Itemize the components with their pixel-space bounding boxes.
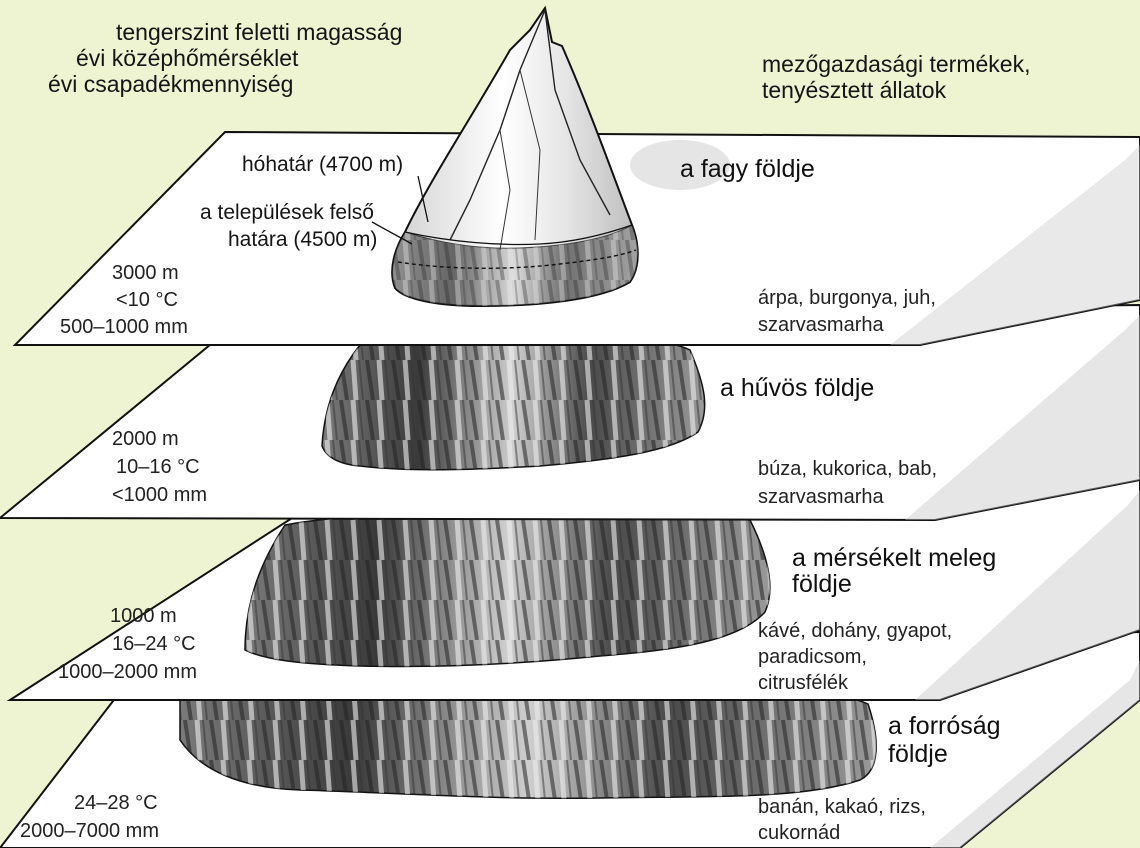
zone-cool-products-line1: búza, kukorica, bab, [758, 458, 937, 480]
header-temperature-label: évi középhőmérséklet [76, 46, 298, 72]
zone-name-cool: a hűvös földje [720, 374, 874, 402]
header-altitude-label: tengerszint feletti magasság [116, 20, 402, 46]
zone-frost-products-line2: szarvasmarha [758, 314, 884, 336]
zone-name-hot-line2: földje [888, 740, 948, 768]
zone-name-warm-line1: a mérsékelt meleg [792, 544, 996, 572]
zone-warm-products-line3: citrusfélék [758, 672, 848, 694]
zone-frost-altitude: 3000 m [112, 262, 179, 284]
header-products-label: mezőgazdasági termékek, [762, 52, 1030, 78]
zone-hot-temperature: 24–28 °C [74, 792, 158, 814]
zone-frost-products-line1: árpa, burgonya, juh, [758, 287, 936, 309]
zone-warm-altitude: 1000 m [110, 605, 177, 627]
zone-warm-precipitation: 1000–2000 mm [58, 661, 197, 683]
zone-frost-temperature: <10 °C [116, 289, 178, 311]
settlement-limit-annotation-line1: a települések felső [200, 201, 374, 225]
zone-cool-products-line2: szarvasmarha [758, 486, 884, 508]
zone-frost-precipitation: 500–1000 mm [60, 316, 188, 338]
zone-name-hot-line1: a forróság [888, 712, 1001, 740]
zone-warm-products-line2: paradicsom, [758, 646, 867, 668]
mountain-base-hot [180, 689, 876, 798]
zone-cool-altitude: 2000 m [112, 428, 179, 450]
header-precipitation-label: évi csapadékmennyiség [48, 72, 293, 98]
zone-hot-products-line1: banán, kakaó, rizs, [758, 796, 926, 818]
header-animals-label: tenyésztett állatok [762, 78, 946, 104]
mountain-cool [322, 337, 705, 470]
zone-cool-temperature: 10–16 °C [116, 456, 200, 478]
zone-hot-precipitation: 2000–7000 mm [20, 820, 159, 842]
mountain-warm [245, 513, 770, 666]
zone-hot-products-line2: cukornád [758, 822, 840, 844]
zone-name-warm-line2: földje [792, 570, 852, 598]
zone-warm-temperature: 16–24 °C [112, 633, 196, 655]
zone-cool-precipitation: <1000 mm [112, 484, 207, 506]
settlement-limit-annotation-line2: határa (4500 m) [228, 228, 377, 252]
zone-warm-products-line1: kávé, dohány, gyapot, [758, 620, 952, 642]
zone-name-frost: a fagy földje [680, 155, 815, 183]
snowline-annotation: hóhatár (4700 m) [242, 153, 403, 177]
